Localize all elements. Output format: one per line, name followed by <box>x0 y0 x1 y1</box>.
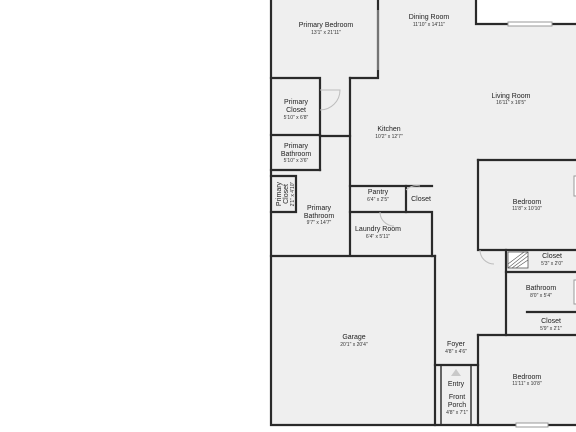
room-dims: 5'10" x 6'8" <box>284 115 309 121</box>
room-name: Primary Bedroom <box>299 22 354 29</box>
room-name: Bathroom <box>304 213 335 220</box>
room-name: Laundry Room <box>355 226 401 233</box>
room-label-primary-bathroom-large: Primary Bathroom 9'7" x 14'7" <box>304 205 335 226</box>
room-name: Dining Room <box>409 14 450 21</box>
room-name: Bedroom <box>513 374 542 381</box>
room-name: Primary <box>276 181 283 206</box>
room-name: Closet <box>541 318 561 325</box>
room-label-closet-1: Closet 5'3" x 2'0" <box>541 253 563 267</box>
room-name: Bathroom <box>526 285 557 292</box>
doors <box>319 10 495 265</box>
room-label-living-room: Living Room 16'11" x 16'5" <box>492 93 531 106</box>
room-name: Living Room <box>492 93 531 100</box>
room-dims: 4'8" x 4'6" <box>445 349 467 355</box>
room-label-closet-kitchen: Closet <box>411 196 431 203</box>
room-dims: 20'1" x 20'4" <box>340 342 368 348</box>
room-dims: 16'11" x 16'5" <box>496 100 526 106</box>
room-label-primary-closet: Primary Closet 5'10" x 6'8" <box>284 99 309 121</box>
room-dims: 10'2" x 12'7" <box>375 134 403 140</box>
room-name: Closet <box>542 253 562 260</box>
walls <box>269 0 576 427</box>
room-dims: 13'1" x 21'11" <box>311 30 341 36</box>
room-name: Front <box>449 394 465 401</box>
room-label-front-porch: Front Porch 4'8" x 7'1" <box>446 394 468 416</box>
room-name: Primary <box>284 143 309 150</box>
room-label-bedroom-1: Bedroom 11'8" x 10'10" <box>512 199 542 212</box>
room-label-pantry: Pantry 6'4" x 2'5" <box>367 189 389 203</box>
room-dims: 4'8" x 7'1" <box>446 410 468 416</box>
room-dims: 9'7" x 14'7" <box>307 220 332 226</box>
room-name: Closet <box>286 107 306 114</box>
room-dims: 11'10" x 14'11" <box>413 22 445 28</box>
room-dims: 5'10" x 3'6" <box>284 158 309 164</box>
room-name: Entry <box>448 381 465 388</box>
room-label-entry: Entry <box>448 381 465 388</box>
room-name: Primary <box>307 205 332 212</box>
room-label-primary-bedroom: Primary Bedroom 13'1" x 21'11" <box>299 22 354 36</box>
room-name: Porch <box>448 402 466 409</box>
room-name: Primary <box>284 99 309 106</box>
room-name: Closet <box>283 184 290 204</box>
windows <box>507 21 576 428</box>
room-dims: 8'0" x 5'4" <box>530 293 552 299</box>
room-name: Closet <box>411 196 431 203</box>
room-dims: 6'4" x 2'5" <box>367 197 389 203</box>
room-name: Garage <box>342 334 365 341</box>
room-dims: 11'8" x 10'10" <box>512 206 542 212</box>
closet-shelf-hatch <box>507 251 529 269</box>
room-name: Pantry <box>368 189 389 196</box>
room-name: Kitchen <box>377 126 400 133</box>
room-name: Foyer <box>447 341 466 348</box>
room-label-garage: Garage 20'1" x 20'4" <box>340 334 368 348</box>
room-label-bedroom-2: Bedroom 11'11" x 10'8" <box>512 374 542 387</box>
room-label-laundry-room: Laundry Room 6'4" x 5'11" <box>355 226 401 240</box>
room-name: Bathroom <box>281 151 312 158</box>
room-label-kitchen: Kitchen 10'2" x 12'7" <box>375 126 403 140</box>
entry-triangle-icon <box>451 369 461 376</box>
room-label-primary-closet-2: Primary Closet 2'1" x 4'10" <box>276 181 296 206</box>
room-label-primary-bathroom-small: Primary Bathroom 5'10" x 3'6" <box>281 143 312 164</box>
room-name: Bedroom <box>513 199 542 206</box>
room-label-closet-2: Closet 5'9" x 2'1" <box>540 318 562 332</box>
room-dims: 11'11" x 10'8" <box>512 381 542 387</box>
room-dims: 5'3" x 2'0" <box>541 261 563 267</box>
room-label-bathroom: Bathroom 8'0" x 5'4" <box>526 285 557 299</box>
room-label-foyer: Foyer 4'8" x 4'6" <box>445 341 467 355</box>
room-dims: 6'4" x 5'11" <box>366 234 390 240</box>
room-dims: 2'1" x 4'10" <box>290 181 296 206</box>
room-dims: 5'9" x 2'1" <box>540 326 562 332</box>
room-label-dining-room: Dining Room 11'10" x 14'11" <box>409 14 450 28</box>
